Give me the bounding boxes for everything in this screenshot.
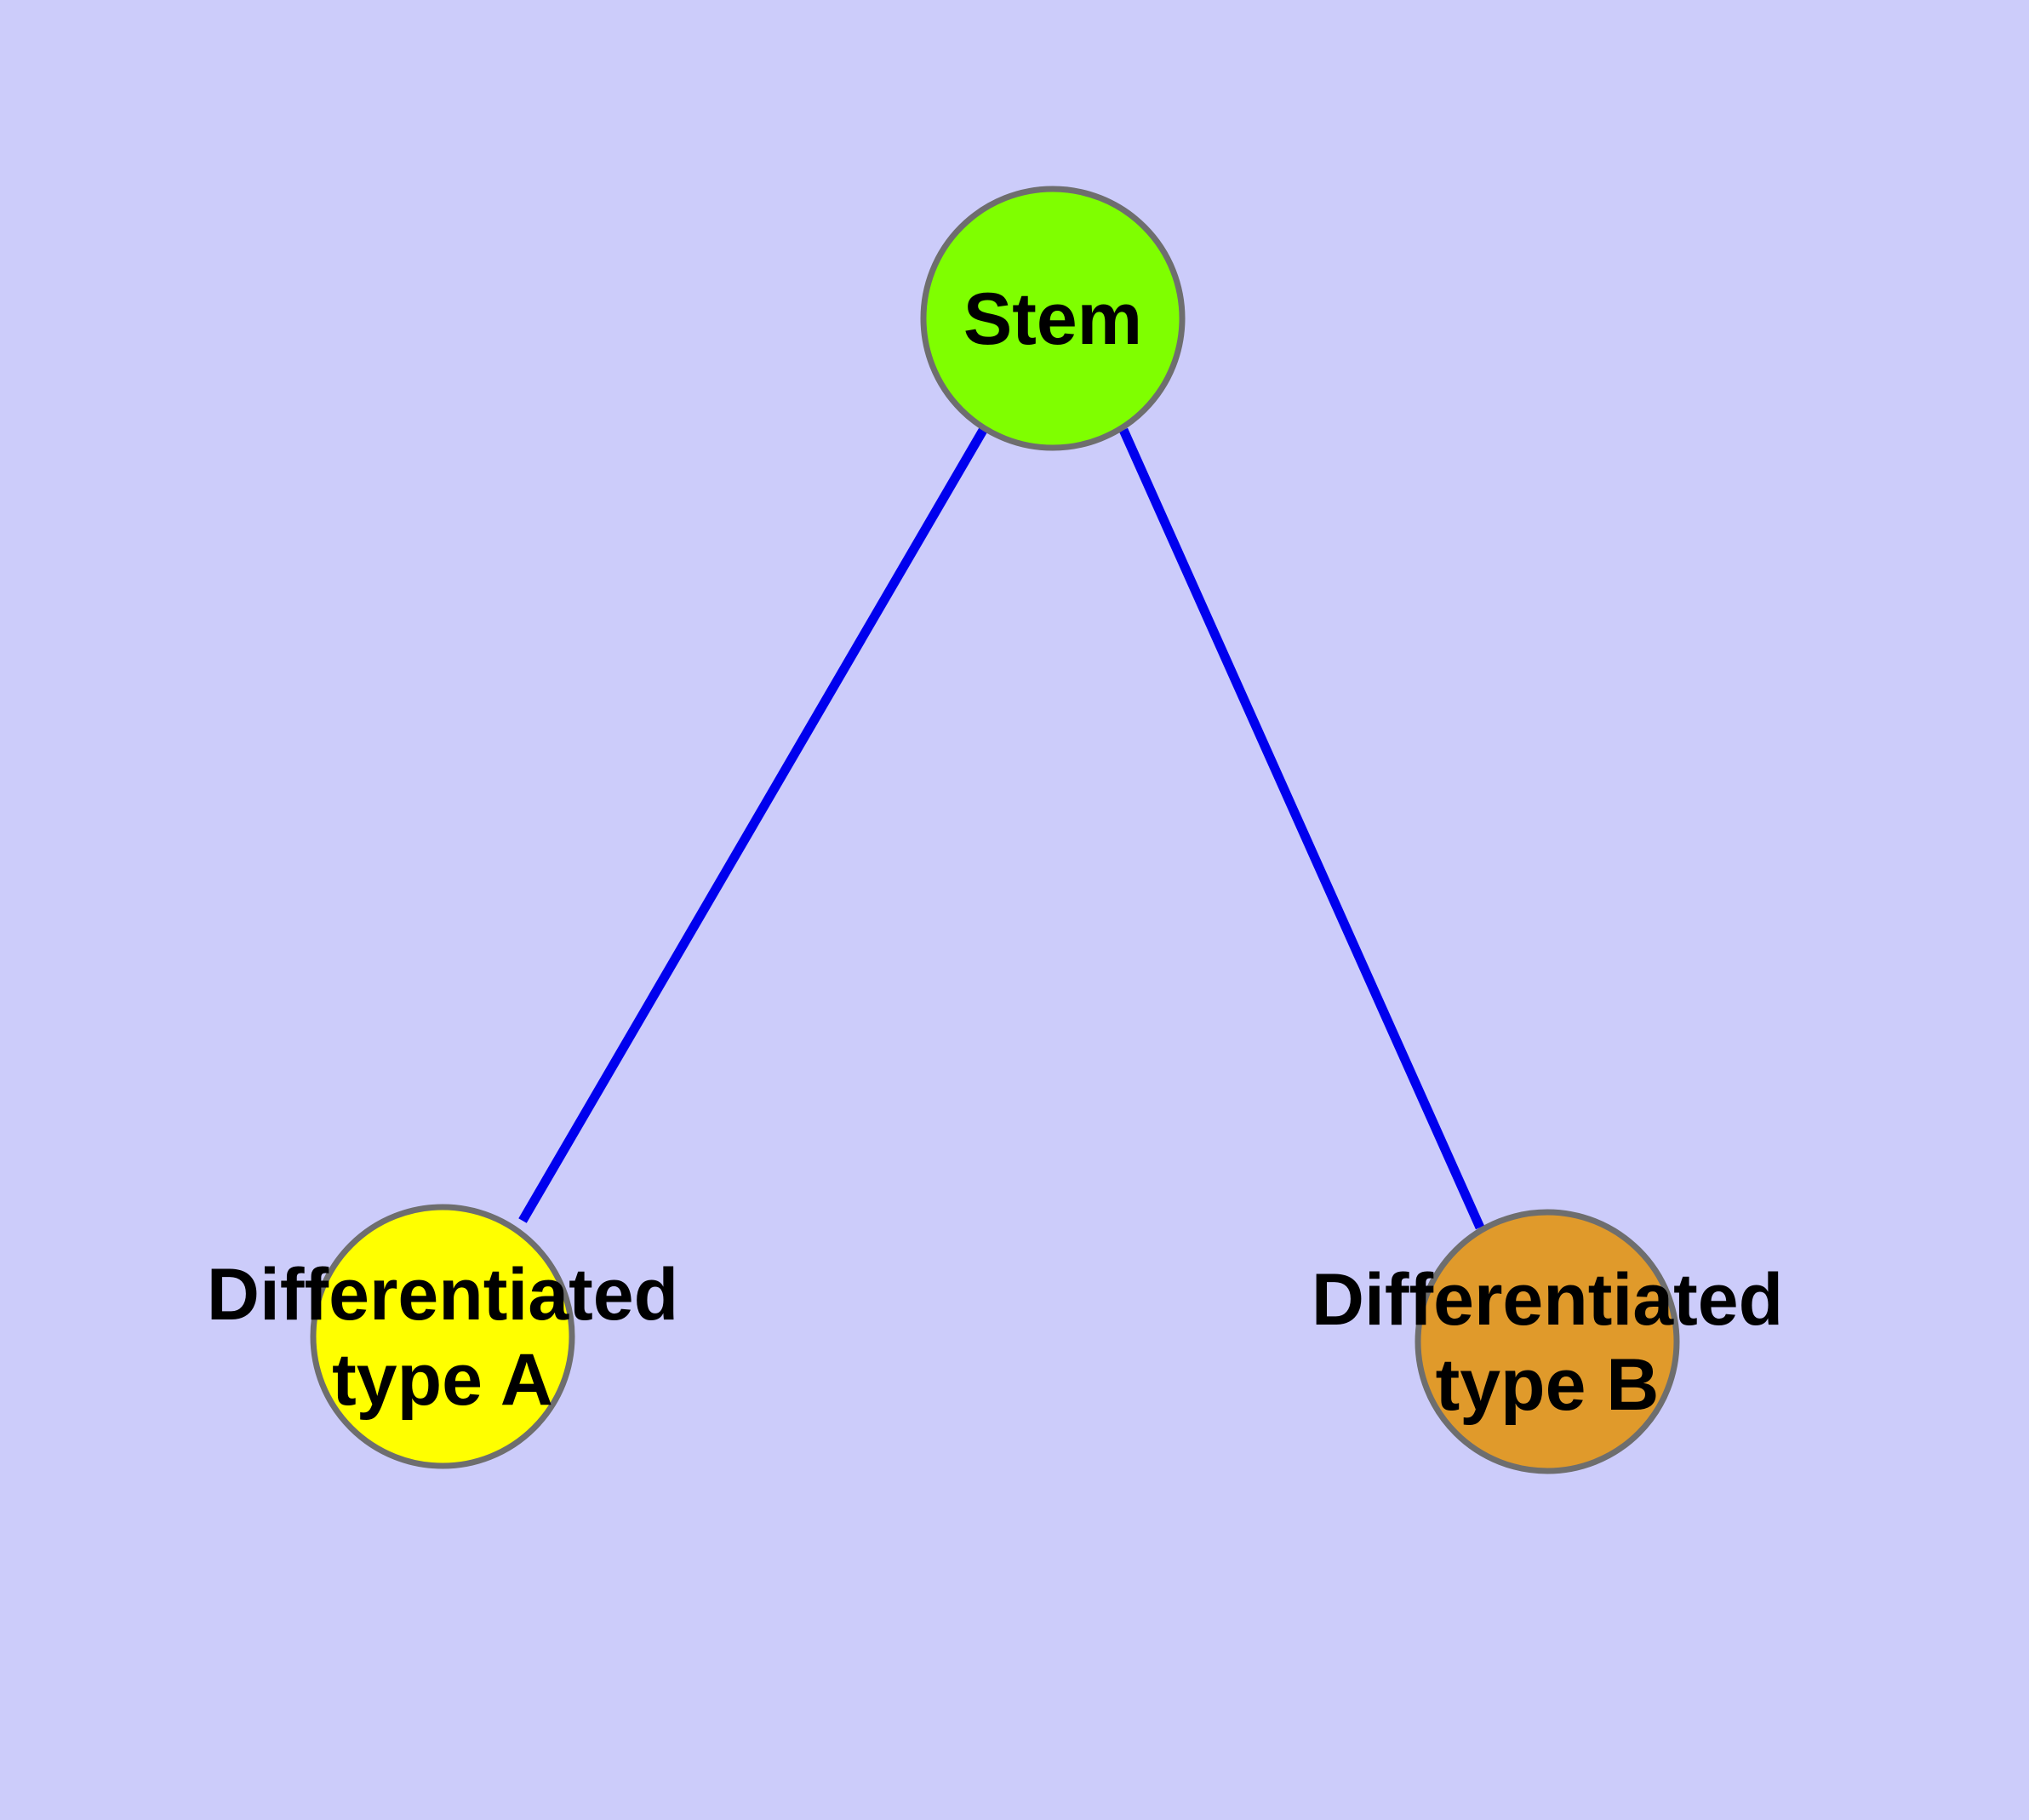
node-stem-label: Stem [963, 278, 1142, 360]
node-differentiated-type-b-label-line2: type B [1436, 1344, 1660, 1426]
edge-stem-to-differentiated-type-a[interactable] [518, 425, 989, 1223]
node-layer: Stem Differentiated type A Differentiate… [207, 186, 1783, 1474]
edge-stem-to-differentiated-type-b[interactable] [1118, 427, 1485, 1230]
node-differentiated-type-a-circle[interactable] [310, 1204, 575, 1469]
node-differentiated-type-a-label-line2: type A [332, 1339, 553, 1421]
node-differentiated-type-a[interactable]: Differentiated type A [207, 1204, 678, 1469]
node-differentiated-type-b[interactable]: Differentiated type B [1312, 1209, 1783, 1474]
node-stem-circle[interactable] [920, 186, 1186, 451]
node-differentiated-type-b-circle[interactable] [1415, 1209, 1680, 1474]
edge-layer [518, 425, 1485, 1230]
node-differentiated-type-b-label-line1: Differentiated [1312, 1259, 1783, 1341]
node-differentiated-type-a-label-line1: Differentiated [207, 1254, 678, 1336]
node-stem[interactable]: Stem [920, 186, 1186, 451]
